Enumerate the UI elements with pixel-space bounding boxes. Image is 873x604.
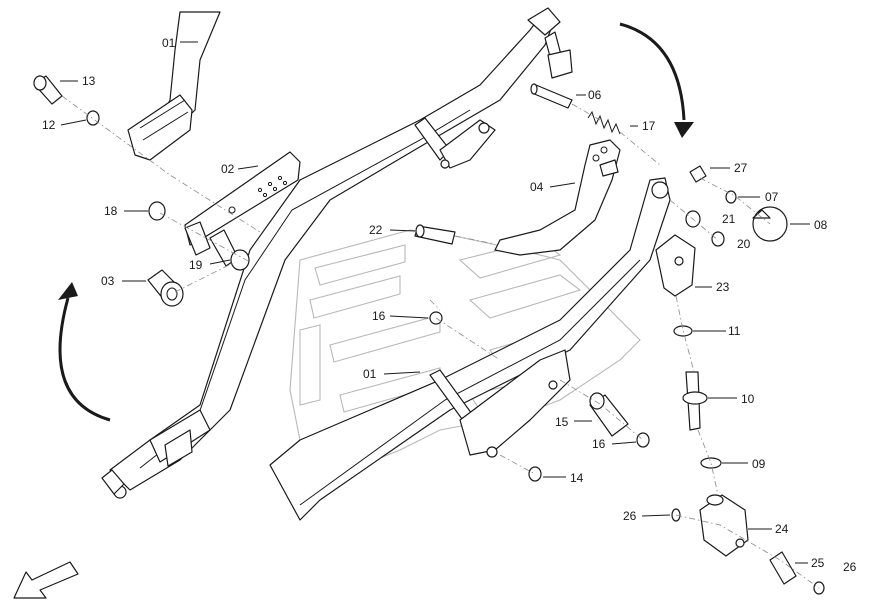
spring-part-17 [587, 110, 621, 135]
callout-26-right: 26 [843, 560, 857, 574]
frame-arm-part-01 [101, 7, 573, 499]
callout-25: 25 [811, 556, 825, 570]
callout-03: 03 [101, 274, 115, 288]
washer-part-11 [673, 325, 693, 337]
ring-part-20 [711, 231, 725, 247]
washer-part-12 [86, 110, 100, 126]
sleeve-part-15 [589, 392, 629, 437]
callout-08: 08 [814, 218, 828, 232]
bracket-part-02 [184, 151, 301, 256]
curved-arrow-top-right [619, 22, 694, 138]
callout-22: 22 [369, 223, 383, 237]
callout-11: 11 [728, 324, 741, 338]
direction-arrow-bottom-left [13, 561, 79, 599]
callout-01-upper: 01 [162, 36, 176, 50]
pedal-part-04 [494, 139, 621, 256]
callout-21: 21 [722, 212, 736, 226]
callout-13: 13 [82, 74, 96, 88]
callout-12: 12 [42, 118, 56, 132]
callout-lines [60, 41, 810, 564]
assembly-lines [61, 95, 820, 589]
callout-17: 17 [642, 119, 656, 133]
callout-24: 24 [775, 522, 789, 536]
washer-part-09 [700, 457, 722, 469]
clevis-part-24 [699, 494, 749, 557]
washer-part-18 [148, 201, 166, 221]
curved-arrow-left [58, 282, 111, 422]
callout-04: 04 [530, 180, 544, 194]
callout-09: 09 [752, 457, 766, 471]
washer-part-07 [725, 190, 737, 204]
lower-arm [269, 177, 671, 521]
callout-26-left: 26 [623, 509, 637, 523]
callout-15: 15 [555, 415, 569, 429]
callout-01-lower: 01 [363, 367, 377, 381]
callout-19: 19 [189, 258, 203, 272]
callout-02: 02 [221, 162, 235, 176]
bolt-part-19 [209, 229, 250, 271]
callout-labels: 01 13 12 02 18 03 19 22 16 01 06 17 04 2… [42, 36, 857, 574]
callout-27: 27 [734, 161, 748, 175]
callout-23: 23 [716, 280, 730, 294]
clevis-part-23 [655, 234, 696, 297]
threaded-rod-part-10 [682, 371, 708, 431]
callout-20: 20 [737, 237, 751, 251]
circlip-part-16b [636, 432, 650, 448]
bolt-part-13 [33, 75, 63, 105]
pin-part-06 [530, 83, 573, 109]
frame-upper-part-01 [127, 11, 221, 161]
callout-07: 07 [765, 190, 779, 204]
callout-06: 06 [588, 88, 602, 102]
circlip-part-14 [528, 466, 542, 482]
pin-part-25 [769, 551, 797, 585]
pin-part-22 [414, 224, 456, 245]
callout-14: 14 [570, 471, 584, 485]
grease-nipple-part-27 [689, 165, 707, 183]
roller-part-03 [147, 269, 184, 307]
callout-18: 18 [104, 204, 118, 218]
callout-10: 10 [741, 392, 755, 406]
callout-16-upper: 16 [372, 309, 386, 323]
callout-16-lower: 16 [592, 437, 606, 451]
